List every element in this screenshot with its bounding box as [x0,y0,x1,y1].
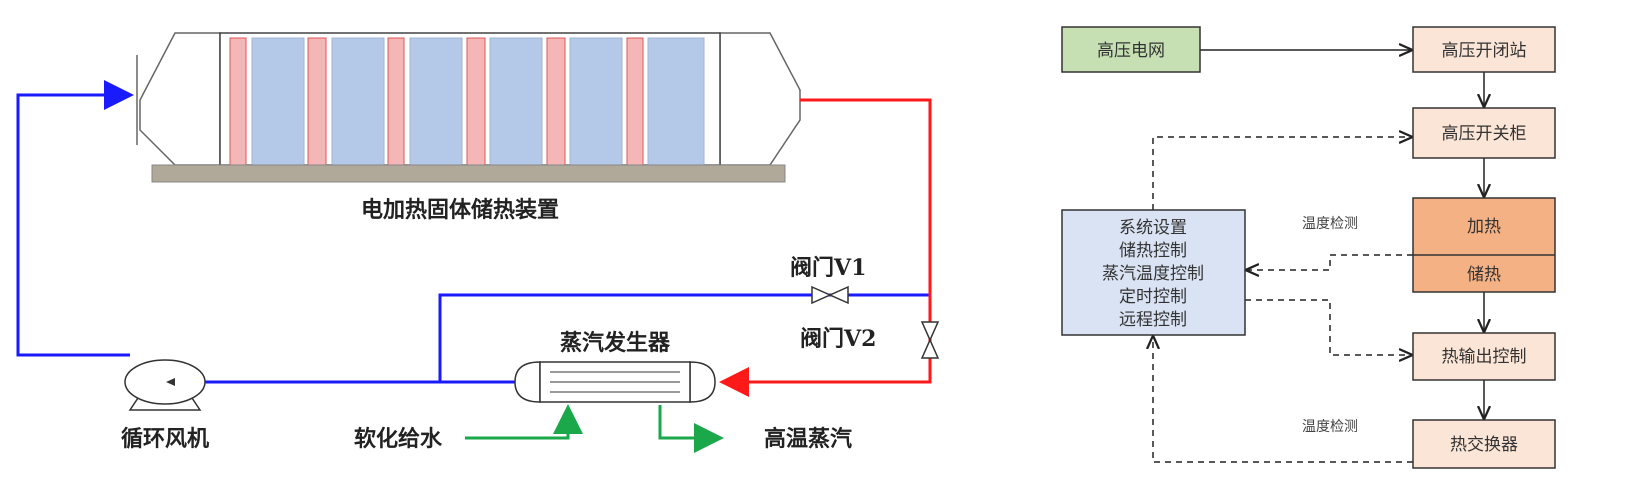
temp-detect-label-1: 温度检测 [1302,216,1358,232]
temp-detect-label-2: 温度检测 [1302,419,1358,435]
switchgear-label: 高压开关柜 [1442,124,1527,144]
storage-blocks [251,37,705,166]
hot-steam-label: 高温蒸汽 [764,426,852,452]
steam-generator-icon [514,361,716,403]
grid-box: 高压电网 [1061,26,1201,73]
cold-air-pipe [16,80,930,384]
control-line: 系统设置 [1119,218,1187,238]
heating-storage-box: 加热 储热 [1412,197,1556,293]
water-pipes [465,404,724,453]
switch-station-box: 高压开闭站 [1412,26,1556,73]
circulation-fan-icon [124,359,206,411]
heat-output-box: 热输出控制 [1412,332,1556,381]
steam-generator-label: 蒸汽发生器 [560,330,671,356]
hot-air-pipe [719,98,932,397]
switch-station-label: 高压开闭站 [1442,41,1527,61]
grid-label: 高压电网 [1097,41,1165,61]
storage-label-right: 储热 [1467,265,1501,285]
control-line: 定时控制 [1119,287,1187,307]
control-line: 储热控制 [1119,241,1187,261]
valve-v1-label: 阀门V1 [790,255,866,281]
switchgear-box: 高压开关柜 [1412,107,1556,159]
valve-v1-icon[interactable] [811,285,849,305]
control-box: 系统设置 储热控制 蒸汽温度控制 定时控制 远程控制 [1061,209,1246,336]
control-line: 蒸汽温度控制 [1102,264,1204,284]
soft-water-label: 软化给水 [354,426,443,452]
storage-device [136,32,801,183]
control-line: 远程控制 [1119,310,1187,330]
heat-exchanger-box: 热交换器 [1412,419,1556,469]
dashed-arrows [1153,137,1413,463]
heat-output-label: 热输出控制 [1442,347,1527,367]
storage-label: 电加热固体储热装置 [361,197,559,223]
solid-arrows [1200,50,1484,418]
heating-label: 加热 [1467,217,1501,237]
valve-v2-icon[interactable] [920,321,940,359]
valve-v2-label: 阀门V2 [800,326,876,352]
fan-label: 循环风机 [121,426,209,452]
heat-exchanger-label: 热交换器 [1450,435,1518,455]
